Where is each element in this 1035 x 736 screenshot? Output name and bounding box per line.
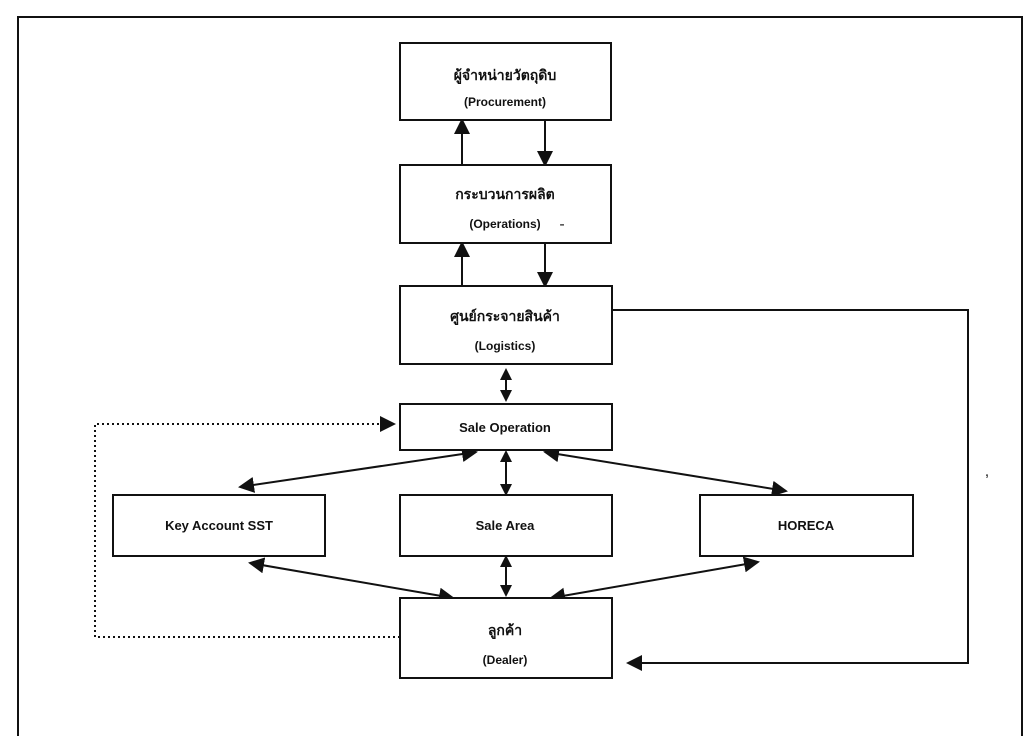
- node-horeca: HORECA: [699, 494, 914, 557]
- node-procurement-sublabel: (Procurement): [464, 95, 546, 109]
- node-horeca-label: HORECA: [778, 518, 835, 533]
- node-operations-sublabel: (Operations): [469, 217, 540, 231]
- node-key-account-label: Key Account SST: [165, 518, 273, 533]
- edge-dealer-to-sale-operation-dotted: [94, 416, 400, 638]
- edge-horeca-dealer: [549, 556, 760, 604]
- node-dealer-label: ลูกค้า: [488, 622, 522, 639]
- edge-key-account-dealer: [248, 557, 455, 604]
- node-dealer-sublabel: (Dealer): [483, 653, 528, 667]
- node-sale-area: Sale Area: [399, 494, 613, 557]
- node-procurement-label: ผู้จำหน่ายวัตถุดิบ: [454, 67, 557, 84]
- node-key-account: Key Account SST: [112, 494, 326, 557]
- node-sale-operation: Sale Operation: [399, 403, 613, 451]
- node-operations-label: กระบวนการผลิต: [455, 186, 555, 202]
- node-logistics-label: ศูนย์กระจายสินค้า: [450, 308, 560, 325]
- edge-sale-operation-horeca: [543, 446, 788, 497]
- supply-chain-diagram: ผู้จำหน่ายวัตถุดิบ (Procurement) กระบวนก…: [94, 42, 989, 679]
- edge-logistics-to-dealer: [613, 309, 969, 671]
- node-procurement: ผู้จำหน่ายวัตถุดิบ (Procurement): [399, 42, 612, 121]
- node-dealer: ลูกค้า (Dealer): [399, 597, 613, 679]
- node-sale-area-label: Sale Area: [476, 518, 536, 533]
- figure-frame: [17, 16, 1023, 736]
- node-operations: กระบวนการผลิต (Operations) -: [399, 164, 612, 244]
- edge-sale-operation-key-account: [238, 446, 478, 493]
- stray-dash-mark: -: [559, 216, 564, 233]
- node-sale-operation-label: Sale Operation: [459, 420, 551, 435]
- node-logistics-sublabel: (Logistics): [475, 339, 536, 353]
- node-logistics: ศูนย์กระจายสินค้า (Logistics): [399, 285, 613, 365]
- stray-comma-mark: ,: [985, 463, 989, 480]
